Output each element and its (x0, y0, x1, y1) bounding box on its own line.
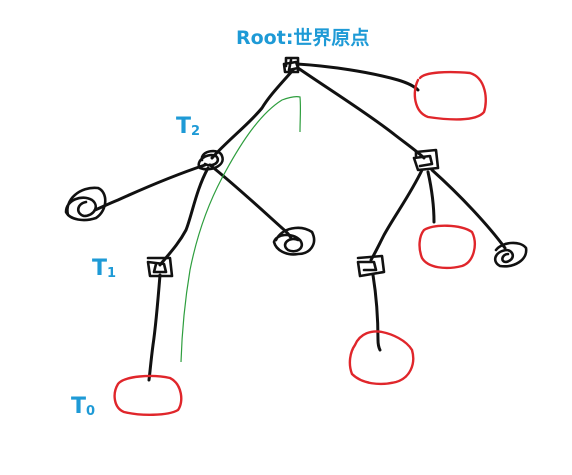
edge-right-to-right-leaf (430, 168, 507, 250)
left-leaf-node (64, 186, 107, 222)
root-node (282, 56, 300, 74)
t0-subscript: 0 (86, 404, 96, 419)
red-node-lower-middle (348, 330, 415, 386)
edge-t1-to-t0 (147, 273, 162, 382)
red-node-t0 (113, 374, 183, 416)
t2-node (197, 149, 224, 171)
edge-right-to-left-child (369, 168, 424, 262)
black-nodes (64, 56, 528, 278)
edge-t2-to-t1 (158, 166, 210, 267)
middle-leaf-node (272, 226, 316, 256)
red-node-top-right (413, 70, 487, 121)
t2-label: T2 (176, 114, 201, 139)
edge-root-to-red-top (295, 62, 420, 92)
t1-letter: T (92, 256, 108, 281)
tree-edges (93, 62, 507, 382)
green-path-stroke (180, 96, 302, 363)
t1-label: T1 (92, 256, 117, 281)
edge-right-to-red-child (426, 170, 436, 224)
edge-root-to-t2 (210, 68, 295, 160)
red-node-right-child (418, 224, 476, 270)
edge-t2-to-middle-leaf (208, 163, 293, 240)
root-label: Root:世界原点 (236, 27, 370, 49)
t0-label: T0 (71, 394, 96, 419)
t2-subscript: 2 (191, 124, 201, 139)
edge-left-child-to-red (371, 273, 382, 352)
t1-node (146, 256, 174, 278)
t1-subscript: 1 (107, 266, 117, 281)
right-leaf-node (493, 241, 528, 268)
edge-t2-to-left-leaf (93, 163, 207, 212)
right-left-child-node (356, 254, 386, 278)
t2-letter: T (176, 114, 192, 139)
red-nodes (113, 70, 487, 416)
t0-letter: T (71, 394, 87, 419)
right-branch-node (412, 148, 440, 172)
